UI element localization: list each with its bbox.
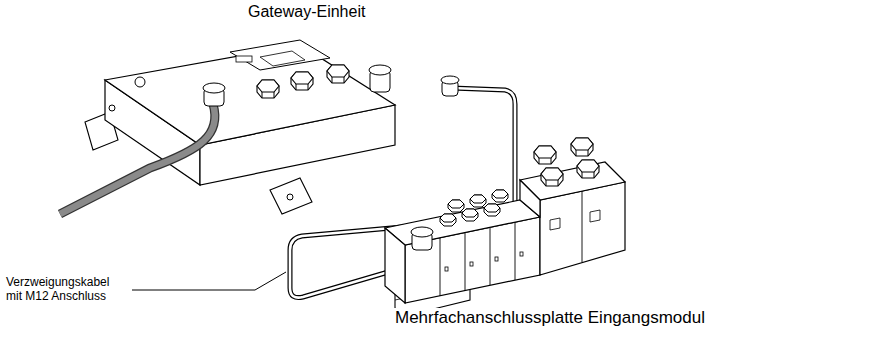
elbow-connector xyxy=(441,76,459,96)
cable-label: Verzweigungskabel mit M12 Anschluss xyxy=(4,275,128,304)
gateway-unit xyxy=(85,40,395,214)
unit-label: Gateway-Einheit xyxy=(246,2,367,21)
leader-line xyxy=(132,272,286,290)
elbow-connector xyxy=(369,65,391,92)
manifold-module xyxy=(385,138,625,316)
trunk-cable xyxy=(60,104,215,214)
module-label: Mehrfachanschlussplatte Eingangsmodul xyxy=(393,308,707,328)
elbow-connector xyxy=(203,83,225,106)
